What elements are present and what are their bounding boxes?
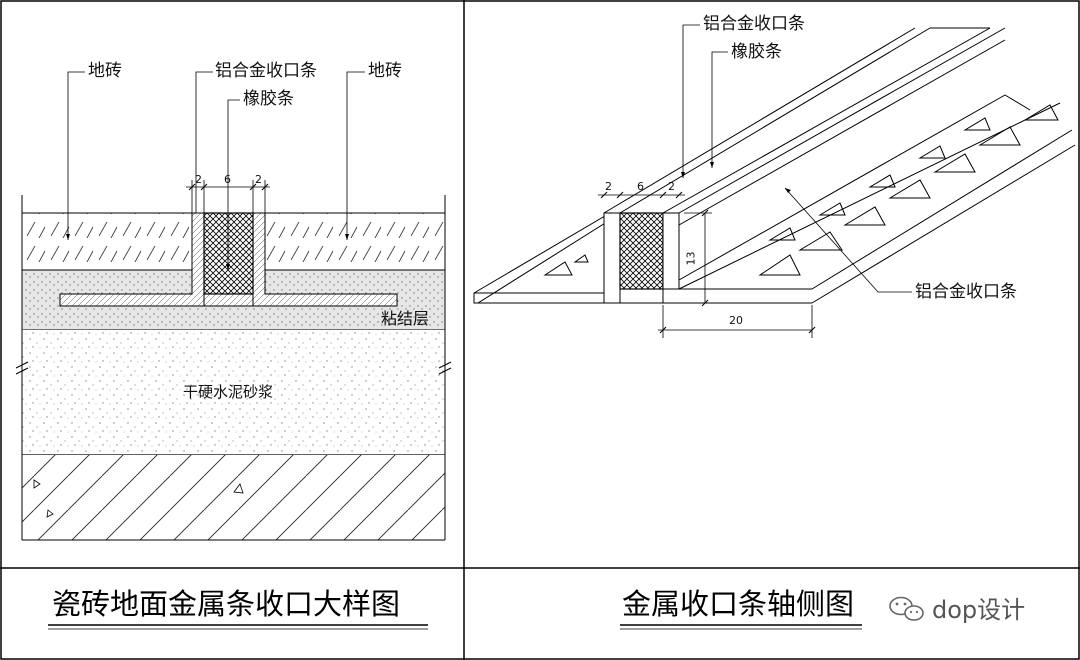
dim-right-3: 2 — [668, 180, 675, 193]
label-rubber-right: 橡胶条 — [731, 42, 782, 62]
tile-right — [264, 212, 446, 271]
label-strip-left: 铝合金收口条 — [215, 61, 317, 81]
dim-height: 13 — [684, 251, 698, 266]
dim-left-1: 2 — [195, 173, 202, 186]
label-mortar: 干硬水泥砂浆 — [183, 383, 274, 401]
leader-strip — [195, 71, 213, 213]
label-strip-top: 铝合金收口条 — [703, 14, 805, 34]
label-bond-layer: 粘结层 — [381, 309, 430, 328]
dim-left-2: 6 — [224, 173, 231, 186]
mortar-layer — [22, 330, 445, 455]
leader-rubber — [227, 99, 240, 270]
right-section-drawing — [473, 24, 1076, 630]
dim-left-3: 2 — [255, 173, 262, 186]
leader-tile-left — [67, 71, 85, 240]
rubber-strip — [203, 212, 254, 295]
tile-left — [21, 212, 193, 271]
left-title: 瓷砖地面金属条收口大样图 — [52, 587, 401, 621]
label-tile-right: 地砖 — [368, 61, 402, 81]
left-section-drawing — [15, 71, 452, 630]
concrete-base — [22, 455, 445, 540]
rubber-section — [619, 212, 664, 290]
dim-width: 20 — [729, 314, 743, 327]
dim-right-1: 2 — [605, 180, 612, 193]
right-title: 金属收口条轴侧图 — [622, 587, 855, 621]
label-strip-bottom: 铝合金收口条 — [915, 282, 1017, 302]
label-tile-left: 地砖 — [88, 61, 122, 81]
watermark-text: dop设计 — [932, 596, 1026, 624]
wechat-icon — [889, 596, 924, 621]
label-rubber-left: 橡胶条 — [243, 89, 294, 109]
leader-tile-right — [346, 71, 365, 240]
dim-right-2: 6 — [637, 180, 644, 193]
